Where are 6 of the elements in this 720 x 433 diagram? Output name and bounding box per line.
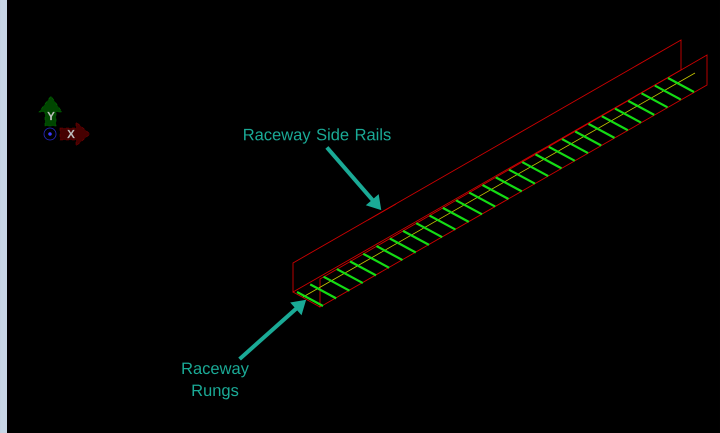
side-rail (368, 204, 396, 220)
rung (296, 291, 324, 307)
callout-text: Raceway Rungs (182, 362, 249, 400)
axis-label: Y (47, 112, 55, 120)
callout-text: Raceway Side Rails (244, 128, 391, 144)
axis-label: X (67, 130, 75, 138)
